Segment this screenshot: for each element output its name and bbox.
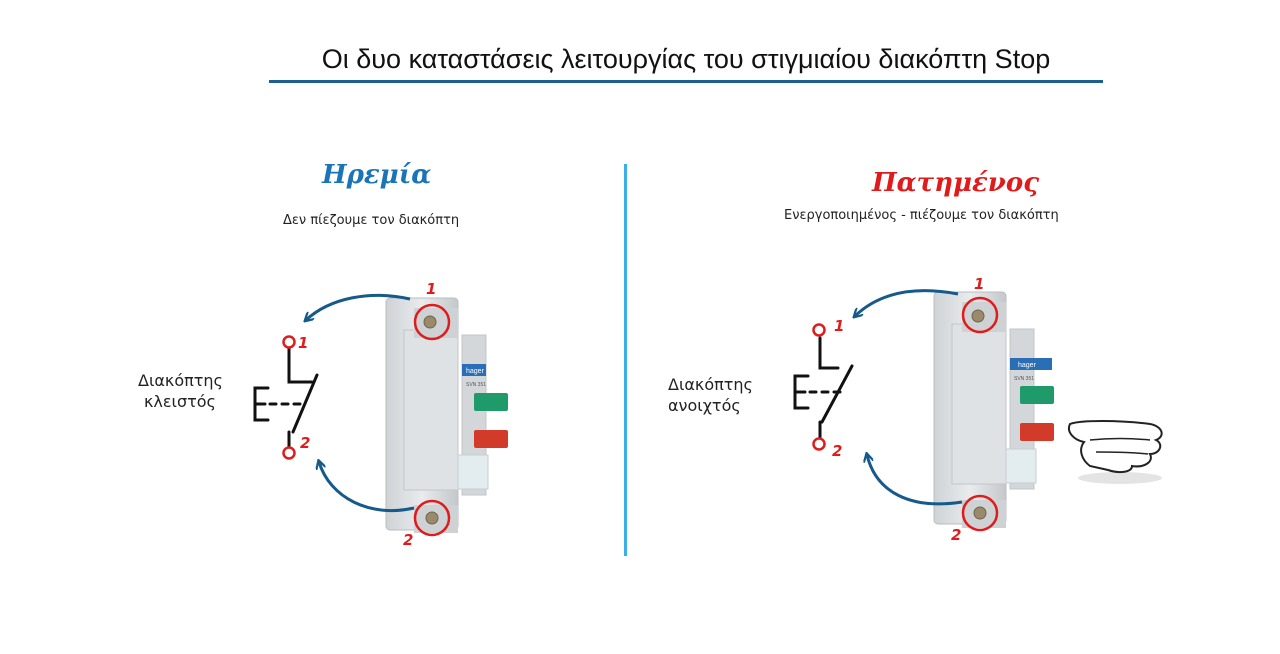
rest-top-arrow <box>306 293 411 320</box>
open-switch-label: Διακόπτης ανοιχτός <box>668 374 753 416</box>
pressed-bottom-screw <box>973 506 987 520</box>
open-switch-number-1: 1 <box>834 317 844 335</box>
rest-device-brand: hager <box>466 368 485 375</box>
closed-switch-label-line2: κλειστός <box>144 392 216 411</box>
pressed-device-front <box>951 323 1007 485</box>
pointing-hand-icon <box>1068 420 1163 484</box>
pressed-red-button <box>1020 423 1054 441</box>
closed-switch-top-wire <box>287 346 314 384</box>
rest-bottom-terminal-marker <box>413 499 451 537</box>
closed-switch-pushbutton-e <box>253 386 270 422</box>
pressed-device-brand-strip <box>1010 358 1052 370</box>
pressed-breaker-device: hager SVN 351 <box>933 291 1054 528</box>
rest-device-model: SVN 351 <box>466 382 486 388</box>
pressed-state-subtitle: Ενεργοποιημένος - πιέζουμε τον διακόπτη <box>784 208 1059 223</box>
rest-top-terminal-number: 1 <box>426 280 436 298</box>
pressed-state-title: Πατημένος <box>872 168 1040 198</box>
pressed-top-screw <box>971 309 985 323</box>
rest-breaker-device: hager SVN 351 <box>385 297 508 533</box>
open-switch-contact <box>820 364 854 424</box>
rest-top-screw <box>423 315 437 329</box>
closed-switch-contact <box>291 373 319 434</box>
closed-switch-terminal-2 <box>282 446 296 460</box>
pressed-device-brand: hager <box>1018 362 1037 369</box>
open-switch-pushbutton-e <box>793 374 810 410</box>
pressed-green-button <box>1020 386 1054 404</box>
rest-bottom-arrow <box>319 462 415 513</box>
rest-state-subtitle: Δεν πίεζουμε τον διακόπτη <box>283 213 460 228</box>
rest-bottom-screw <box>425 511 439 525</box>
rest-bottom-terminal-number: 2 <box>403 531 413 549</box>
closed-switch-number-1: 1 <box>298 334 308 352</box>
closed-switch-terminal-1 <box>282 335 296 349</box>
open-switch-number-2: 2 <box>832 442 842 460</box>
closed-switch-label-line1: Διακόπτης <box>138 371 223 390</box>
pressed-bottom-terminal-number: 2 <box>951 526 961 544</box>
pressed-top-arrow <box>855 289 959 316</box>
pressed-device-model: SVN 351 <box>1014 376 1034 382</box>
pressed-clear-cover <box>1005 448 1037 484</box>
pressed-top-terminal-marker <box>961 296 999 334</box>
pressed-bottom-terminal-marker <box>961 494 999 532</box>
open-switch-terminal-2 <box>812 437 826 451</box>
panel-divider <box>624 164 627 556</box>
rest-red-button <box>474 430 508 448</box>
pressed-bottom-arrow <box>867 455 963 506</box>
open-switch-terminal-1 <box>812 323 826 337</box>
rest-state-title: Ηρεμία <box>322 160 432 190</box>
closed-switch-number-2: 2 <box>300 434 310 452</box>
rest-device-brand-strip <box>462 364 486 376</box>
closed-switch-symbol <box>253 346 319 449</box>
open-switch-label-line1: Διακόπτης <box>668 375 753 394</box>
rest-clear-cover <box>457 454 489 490</box>
open-switch-top-wire <box>818 336 840 370</box>
open-switch-label-line2: ανοιχτός <box>668 396 741 415</box>
rest-top-terminal-marker <box>413 303 451 341</box>
rest-device-front <box>403 329 459 491</box>
title-underline <box>269 80 1103 83</box>
closed-switch-label: Διακόπτης κλειστός <box>138 370 223 412</box>
page-title: Οι δυο καταστάσεις λειτουργίας του στιγμ… <box>321 44 1051 74</box>
pressed-top-terminal-number: 1 <box>974 275 984 293</box>
rest-green-button <box>474 393 508 411</box>
open-switch-symbol <box>793 336 854 440</box>
